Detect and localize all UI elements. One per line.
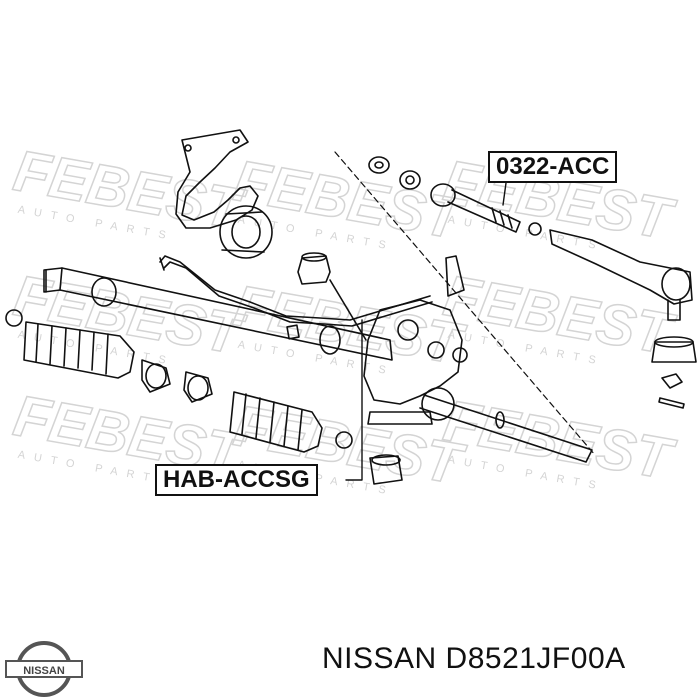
leader-hab [345, 319, 363, 481]
drawing [5, 129, 697, 485]
bolt [658, 397, 685, 409]
inner-tie-rod [430, 183, 542, 236]
watermark-9: FEBEST AUTO PARTS [438, 387, 681, 493]
bushing [219, 205, 273, 259]
nissan-logo: NISSAN [5, 641, 83, 697]
nissan-logo-text: NISSAN [23, 665, 65, 677]
section-line [334, 151, 596, 456]
boot-cap [651, 336, 697, 363]
part-callout-hab-accsg: HAB-ACCSG [155, 464, 318, 496]
rack-housing [43, 267, 393, 361]
part-callout-0322-acc: 0322-ACC [488, 151, 618, 183]
right-bellows-boot [229, 391, 353, 453]
outer-tie-rod-end [549, 229, 693, 321]
nut [661, 373, 683, 389]
left-bellows-boot [5, 309, 135, 379]
small-washer [368, 156, 390, 174]
lock-nut [399, 170, 421, 190]
mount-bushing-top [297, 252, 367, 341]
clamp-2 [183, 371, 213, 403]
clamp-1 [141, 359, 171, 393]
watermark-layer: FEBEST AUTO PARTS FEBEST AUTO PARTS FEBE… [8, 137, 681, 498]
mount-bushing-bottom [369, 454, 403, 485]
rack-end-tube [419, 387, 593, 463]
watermark-2: FEBEST AUTO PARTS [228, 147, 471, 253]
part-number-caption: NISSAN D8521JF00A [322, 642, 626, 675]
leader-0322 [502, 182, 507, 206]
stabilizer-bracket [175, 129, 259, 229]
watermark-1: FEBEST AUTO PARTS [8, 137, 251, 243]
watermark-6: FEBEST AUTO PARTS [438, 262, 681, 368]
